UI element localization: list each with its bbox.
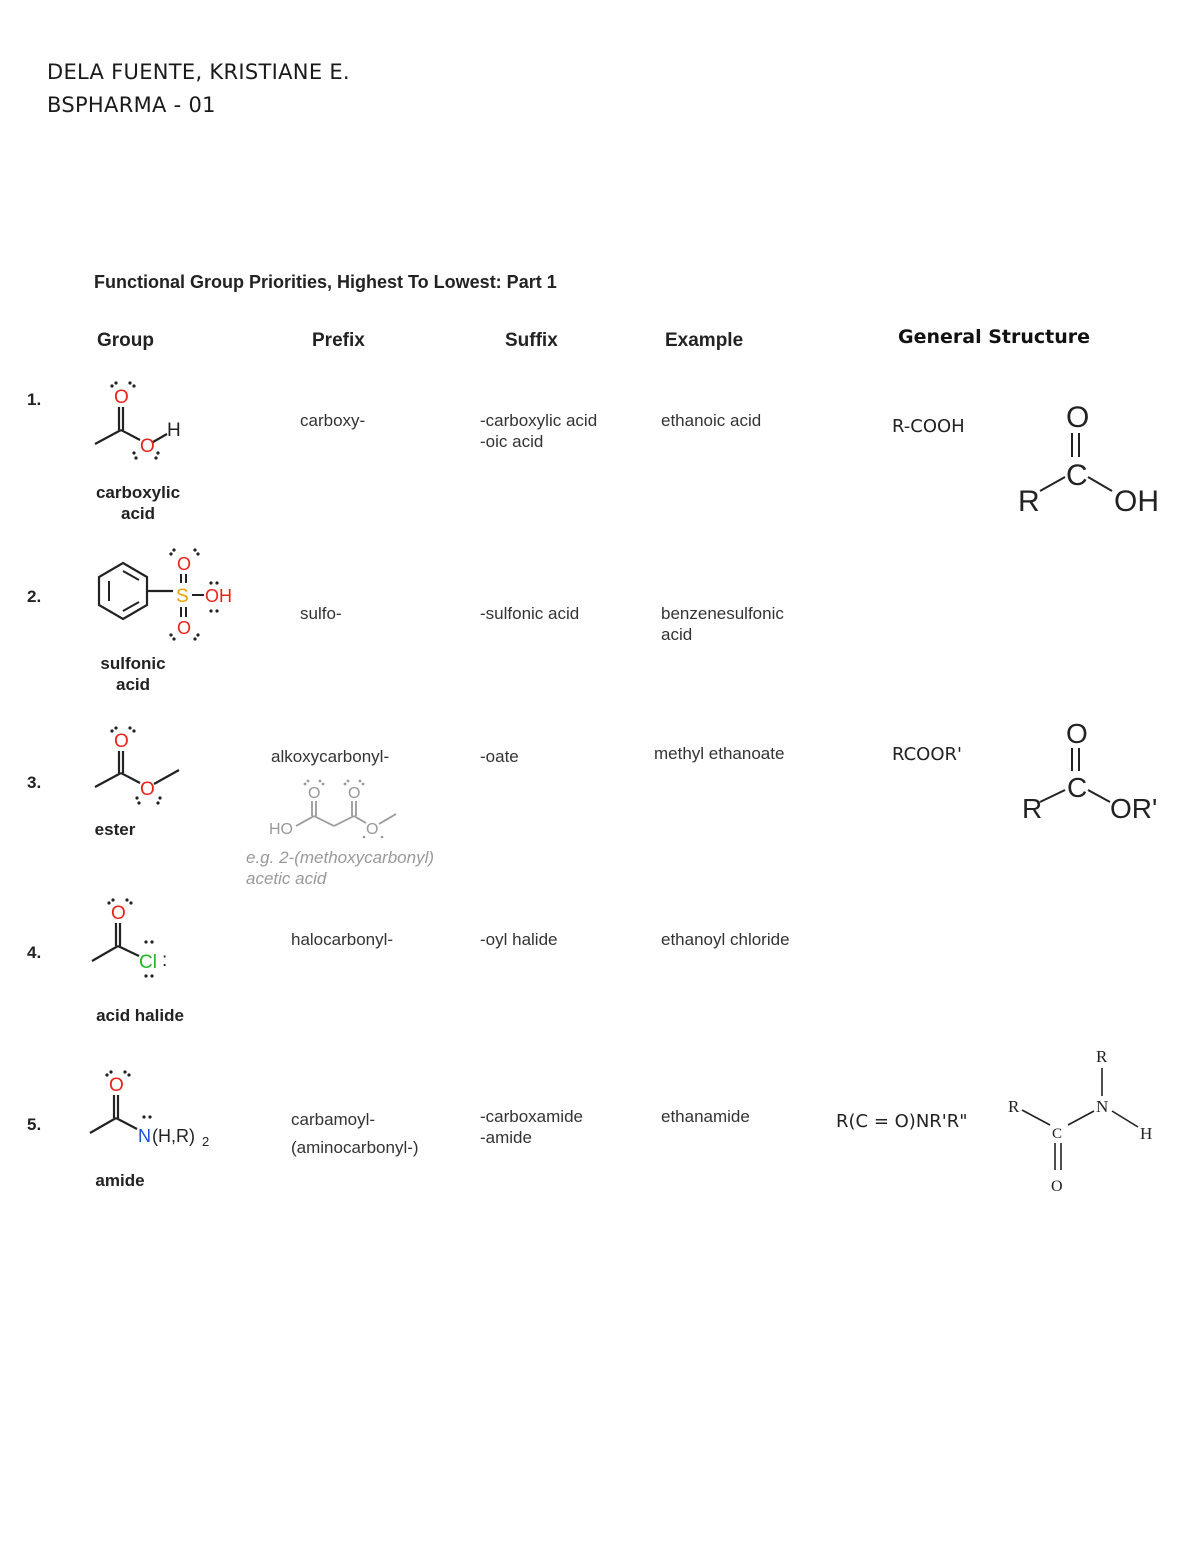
carboxylic-acid-structure: O O H (94, 381, 181, 460)
suffix-cell: -oate (480, 747, 519, 766)
student-section: BSPHARMA - 01 (47, 93, 216, 117)
carbon-label: C (1067, 772, 1087, 803)
suffix-cell: -sulfonic acid (480, 604, 580, 623)
oxygen-label: O (111, 903, 126, 924)
example-cell: benzenesulfonic acid (661, 604, 784, 644)
example-cell: methyl ethanoate (654, 744, 785, 763)
row-number: 4. (27, 943, 42, 962)
chlorine-label: Cl (139, 952, 157, 973)
r-group-label: R (1008, 1097, 1020, 1116)
header-suffix: Suffix (505, 330, 558, 351)
oxygen-label: O (1066, 718, 1088, 749)
substituent-label: (H,R) (152, 1126, 195, 1146)
acid-halide-structure: O Cl : (91, 898, 167, 978)
oxygen-label: O (1066, 401, 1089, 434)
sulfonic-acid-structure: O S OH O (97, 548, 232, 641)
general-structure-ester: O C R OR' (1022, 718, 1157, 824)
hydrogen-label: H (1140, 1124, 1152, 1143)
hydroxyl-label: OH (1114, 485, 1159, 518)
oxygen-label: O (177, 554, 191, 574)
suffix-cell: -carboxamide -amide (480, 1107, 583, 1147)
row-number: 2. (27, 587, 42, 606)
nitrogen-label: N (138, 1126, 151, 1146)
general-structure-amide: R N H R C O (1008, 1047, 1152, 1195)
oxygen-label: O (109, 1075, 124, 1096)
prefix-cell: carboxy- (300, 411, 366, 430)
group-name: sulfonic acid (100, 654, 166, 694)
prefix-cell: sulfo- (300, 604, 342, 623)
hydroxyl-label: HO (269, 821, 293, 838)
prefix-example-caption: e.g. 2-(methoxycarbonyl) acetic acid (246, 848, 435, 888)
header-example: Example (665, 330, 744, 351)
student-name: DELA FUENTE, KRISTIANE E. (47, 60, 350, 84)
header-prefix: Prefix (312, 330, 365, 351)
row-number: 1. (27, 390, 42, 409)
oxygen-label: O (114, 731, 129, 752)
carbon-label: C (1052, 1126, 1062, 1142)
header-group: Group (97, 330, 154, 351)
formula-cell: RCOOR' (892, 744, 962, 765)
suffix-cell: -carboxylic acid -oic acid (480, 411, 598, 451)
hydrogen-label: H (167, 420, 181, 441)
sulfur-label: S (176, 586, 189, 607)
oxygen-label: O (308, 785, 320, 802)
amide-structure: O N (H,R) 2 (89, 1070, 209, 1149)
oxygen-label: O (366, 821, 378, 838)
group-name: acid halide (96, 1006, 184, 1025)
formula-cell: R(C = O)NR'R" (836, 1111, 968, 1132)
prefix-cell: carbamoyl- (aminocarbonyl-) (291, 1110, 419, 1157)
group-name: amide (95, 1171, 145, 1190)
oxygen-label: O (348, 785, 360, 802)
r-group-label: R (1018, 485, 1040, 518)
hydroxyl-label: OH (205, 586, 232, 606)
example-cell: ethanamide (661, 1107, 750, 1126)
r-group-label: R (1022, 793, 1042, 824)
oxygen-label: O (140, 779, 155, 800)
oxygen-label: O (140, 436, 155, 457)
row-number: 3. (27, 773, 42, 792)
subscript-label: 2 (202, 1134, 209, 1149)
prefix-cell: alkoxycarbonyl- (271, 747, 390, 766)
oxygen-label: O (177, 618, 191, 638)
oxygen-label: O (1051, 1178, 1063, 1195)
r-group-label: R (1096, 1047, 1108, 1066)
ester-structure: O O (94, 726, 180, 805)
row-number: 5. (27, 1115, 42, 1134)
group-name: ester (94, 820, 136, 839)
alkoxy-label: OR' (1110, 793, 1157, 824)
table-title: Functional Group Priorities, Highest To … (94, 272, 557, 292)
carbon-label: C (1066, 459, 1088, 492)
suffix-cell: -oyl halide (480, 930, 558, 949)
group-name: carboxylic acid (95, 483, 181, 523)
nitrogen-label: N (1096, 1097, 1108, 1116)
general-structure-carboxylic-acid: O C R OH (1018, 401, 1159, 518)
prefix-cell: halocarbonyl- (291, 930, 394, 949)
malonate-example-structure: O O HO O (269, 779, 397, 839)
formula-cell: R-COOH (892, 416, 965, 437)
example-cell: ethanoyl chloride (661, 930, 790, 949)
header-general-structure: General Structure (898, 326, 1091, 348)
example-cell: ethanoic acid (661, 411, 762, 430)
oxygen-label: O (114, 387, 129, 408)
lone-pair-label: : (162, 950, 167, 971)
